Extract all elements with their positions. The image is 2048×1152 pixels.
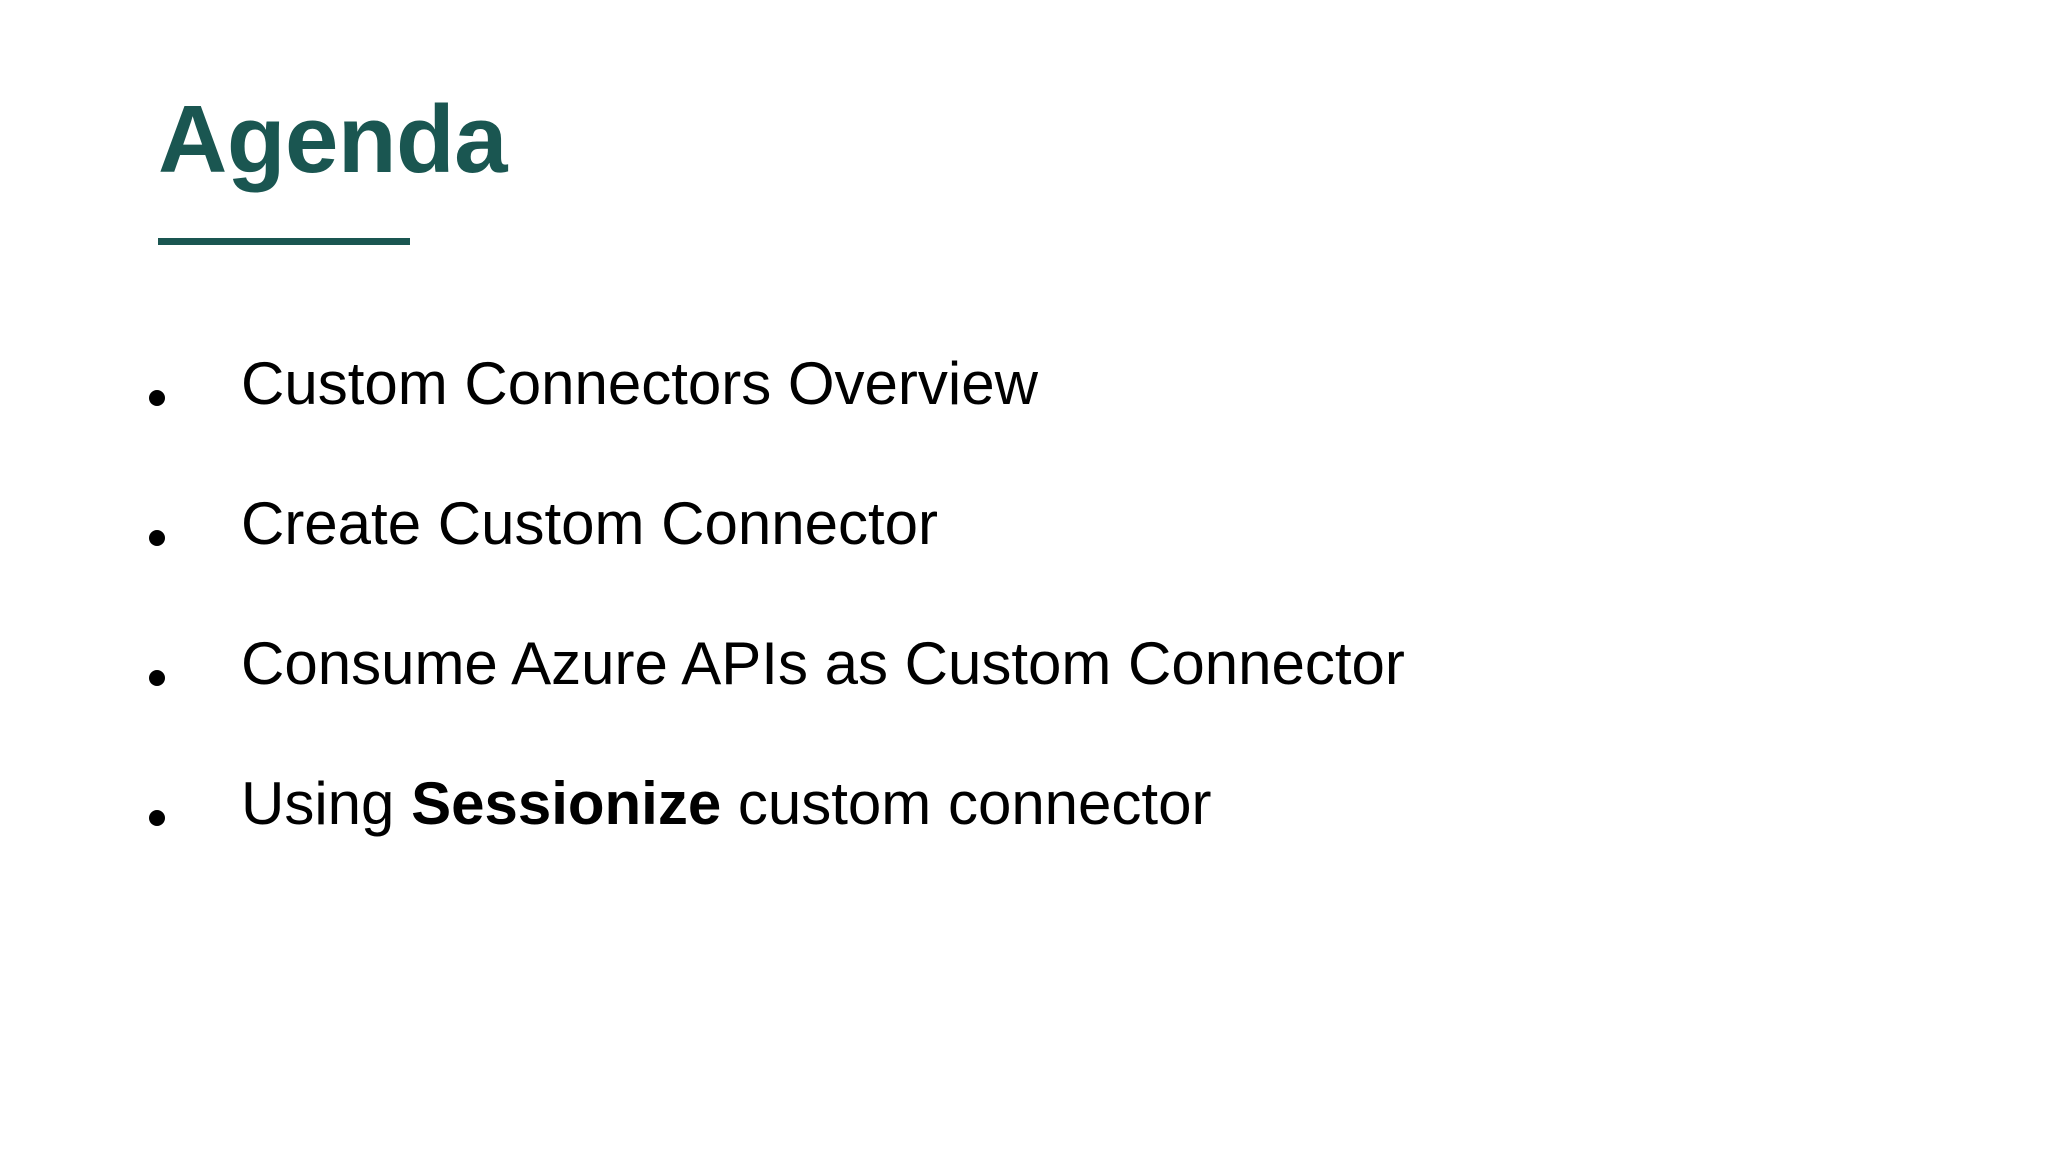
- page-title: Agenda: [158, 86, 508, 193]
- bullet-dot-icon: [149, 810, 165, 826]
- title-underline-rule: [158, 238, 410, 245]
- agenda-item-label: Consume Azure APIs as Custom Connector: [241, 630, 1405, 697]
- bullet-dot-icon: [149, 390, 165, 406]
- list-item: Consume Azure APIs as Custom Connector: [140, 632, 2000, 772]
- agenda-item-suffix: custom connector: [721, 770, 1212, 837]
- agenda-bullet-list: Custom Connectors Overview Create Custom…: [140, 352, 2000, 912]
- list-item: Create Custom Connector: [140, 492, 2000, 632]
- agenda-item-prefix: Using: [241, 770, 412, 837]
- agenda-item-emphasis: Sessionize: [411, 770, 722, 837]
- agenda-item-label: Create Custom Connector: [241, 490, 938, 557]
- list-item: Custom Connectors Overview: [140, 352, 2000, 492]
- bullet-dot-icon: [149, 670, 165, 686]
- agenda-item-label: Custom Connectors Overview: [241, 350, 1038, 417]
- title-block: Agenda: [158, 92, 1918, 245]
- list-item: Using Sessionize custom connector: [140, 772, 2000, 912]
- bullet-dot-icon: [149, 530, 165, 546]
- agenda-item-label: Using Sessionize custom connector: [241, 772, 2000, 835]
